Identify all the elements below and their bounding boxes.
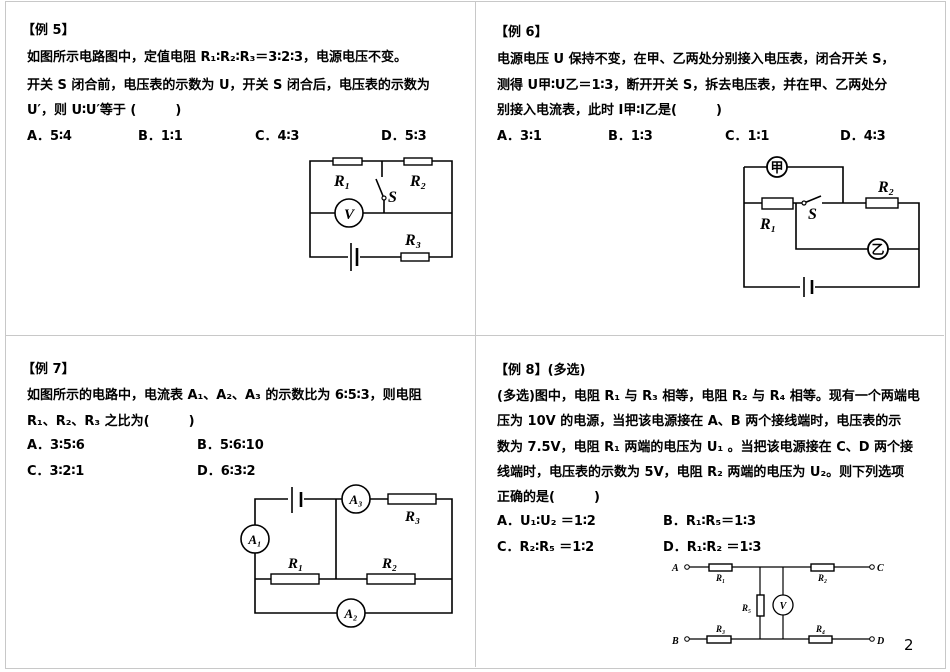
r2-label: R₂	[409, 173, 426, 190]
voltmeter-icon	[772, 594, 794, 616]
resistor-r3	[706, 635, 732, 644]
resistor-r2	[366, 573, 416, 585]
example-6-line-2: 测得 U甲∶U乙＝1∶3，断开开关 S，拆去电压表，并在甲、乙两处分	[497, 78, 888, 93]
r1-label: R₁	[287, 556, 303, 572]
resistor-r2	[810, 563, 835, 572]
voltmeter-label: V	[344, 207, 356, 223]
example-6-line-3: 别接入电流表，此时 I甲∶I乙是( )	[497, 103, 722, 118]
option-b: B．1∶3	[608, 129, 653, 144]
option-d: D．4∶3	[840, 129, 886, 144]
terminal-d-label: D	[876, 636, 884, 647]
example-6-line-1: 电源电压 U 保持不变，在甲、乙两处分别接入电压表，闭合开关 S，	[497, 52, 895, 67]
example-6-title: 【例 6】	[495, 25, 548, 40]
switch-pivot	[801, 200, 807, 206]
a3-label: A₃	[348, 492, 362, 507]
option-a: A．5∶4	[27, 129, 72, 144]
r4-label: R₄	[815, 624, 825, 634]
resistor-r1	[270, 573, 320, 585]
option-c: C．3∶2∶1	[27, 464, 85, 479]
option-a: A．3∶5∶6	[27, 438, 85, 453]
example-7-circuit: A₃ A₁ A₂ R₃ R₁ R₂	[240, 484, 453, 628]
resistor-r4	[808, 635, 833, 644]
option-b: B．1∶1	[138, 129, 183, 144]
r3-label: R₃	[404, 509, 420, 525]
voltmeter-label: V	[780, 601, 788, 612]
terminal-a-label: A	[671, 563, 679, 574]
option-a: A．U₁∶U₂ ＝1∶2	[497, 514, 596, 529]
r1-label: R₁	[759, 216, 776, 233]
terminal-b-label: B	[671, 636, 679, 647]
option-d: D．R₁∶R₂ ＝1∶3	[663, 540, 762, 555]
terminal-c-label: C	[877, 563, 884, 574]
resistor-r2	[403, 157, 433, 166]
page-number: 2	[904, 636, 914, 654]
a2-label: A₂	[343, 606, 357, 621]
meter-jia-label: 甲	[770, 161, 783, 176]
r1-label: R₁	[333, 173, 350, 190]
switch-label: S	[388, 189, 397, 206]
a1-label: A₁	[247, 532, 261, 547]
meter-jia-icon	[766, 156, 788, 178]
example-8-circuit: V A B C D R₁ R₂ R₃ R₄ R₅	[671, 563, 884, 647]
horizontal-divider	[5, 335, 944, 336]
example-7-title: 【例 7】	[22, 362, 75, 377]
resistor-r3	[387, 493, 437, 505]
resistor-r2	[865, 197, 899, 209]
vertical-divider	[475, 1, 476, 667]
resistor-r1	[332, 157, 363, 166]
example-5-line-3: U′，则 U∶U′等于 ( )	[27, 103, 182, 118]
ammeter-a1-icon	[240, 524, 270, 554]
r2-label: R₂	[381, 556, 397, 572]
example-8-line-2: 压为 10V 的电源，当把该电源接在 A、B 两个接线端时，电压表的示	[497, 414, 902, 429]
terminal-d	[869, 636, 875, 642]
switch-contact	[381, 195, 387, 201]
voltmeter-icon	[334, 198, 364, 228]
terminal-c	[869, 564, 875, 570]
resistor-r1	[761, 197, 794, 210]
r2-label: R₂	[817, 573, 827, 583]
meter-yi-label: 乙	[871, 243, 884, 258]
r3-label: R₃	[404, 232, 421, 249]
r5-label: R₅	[741, 603, 751, 613]
option-b: B．R₁∶R₅＝1∶3	[663, 514, 757, 529]
ammeter-a3-icon	[341, 484, 371, 514]
example-8-title: 【例 8】(多选)	[495, 363, 586, 378]
option-a: A．3∶1	[497, 129, 542, 144]
r1-label: R₁	[715, 573, 725, 583]
option-c: C．4∶3	[255, 129, 300, 144]
option-d: D．5∶3	[381, 129, 427, 144]
terminal-b	[684, 636, 690, 642]
example-8-line-5: 正确的是( )	[497, 490, 600, 505]
option-c: C．R₂∶R₅ ＝1∶2	[497, 540, 595, 555]
example-7-line-2: R₁、R₂、R₃ 之比为( )	[27, 414, 195, 429]
example-8-line-4: 线端时，电压表的示数为 5V，电阻 R₂ 两端的电压为 U₂。则下列选项	[497, 465, 905, 480]
example-7-line-1: 如图所示的电路中，电流表 A₁、A₂、A₃ 的示数比为 6∶5∶3，则电阻	[27, 388, 422, 403]
ammeter-a2-icon	[336, 598, 366, 628]
option-b: B．5∶6∶10	[197, 438, 264, 453]
example-5-line-2: 开关 S 闭合前，电压表的示数为 U，开关 S 闭合后，电压表的示数为	[27, 78, 430, 93]
example-6-circuit: 甲 乙 R₂ R₁ S	[743, 156, 920, 298]
switch-label: S	[808, 206, 817, 223]
example-5-title: 【例 5】	[22, 23, 75, 38]
resistor-r1	[708, 563, 733, 572]
example-5-circuit: V R₁ R₂ S R₃	[309, 157, 453, 272]
resistor-r3	[400, 252, 430, 262]
option-d: D．6∶3∶2	[197, 464, 256, 479]
terminal-a	[684, 564, 690, 570]
example-8-line-1: (多选)图中，电阻 R₁ 与 R₃ 相等，电阻 R₂ 与 R₄ 相等。现有一个两…	[497, 389, 920, 404]
r2-label: R₂	[877, 179, 894, 196]
example-8-line-3: 数为 7.5V，电阻 R₁ 两端的电压为 U₁ 。当把该电源接在 C、D 两个接	[497, 440, 914, 455]
option-c: C．1∶1	[725, 129, 770, 144]
example-5-line-1: 如图所示电路图中，定值电阻 R₁∶R₂∶R₃＝3∶2∶3，电源电压不变。	[27, 50, 408, 65]
meter-yi-icon	[867, 238, 889, 260]
r3-label: R₃	[715, 624, 725, 634]
resistor-r5	[756, 594, 765, 617]
